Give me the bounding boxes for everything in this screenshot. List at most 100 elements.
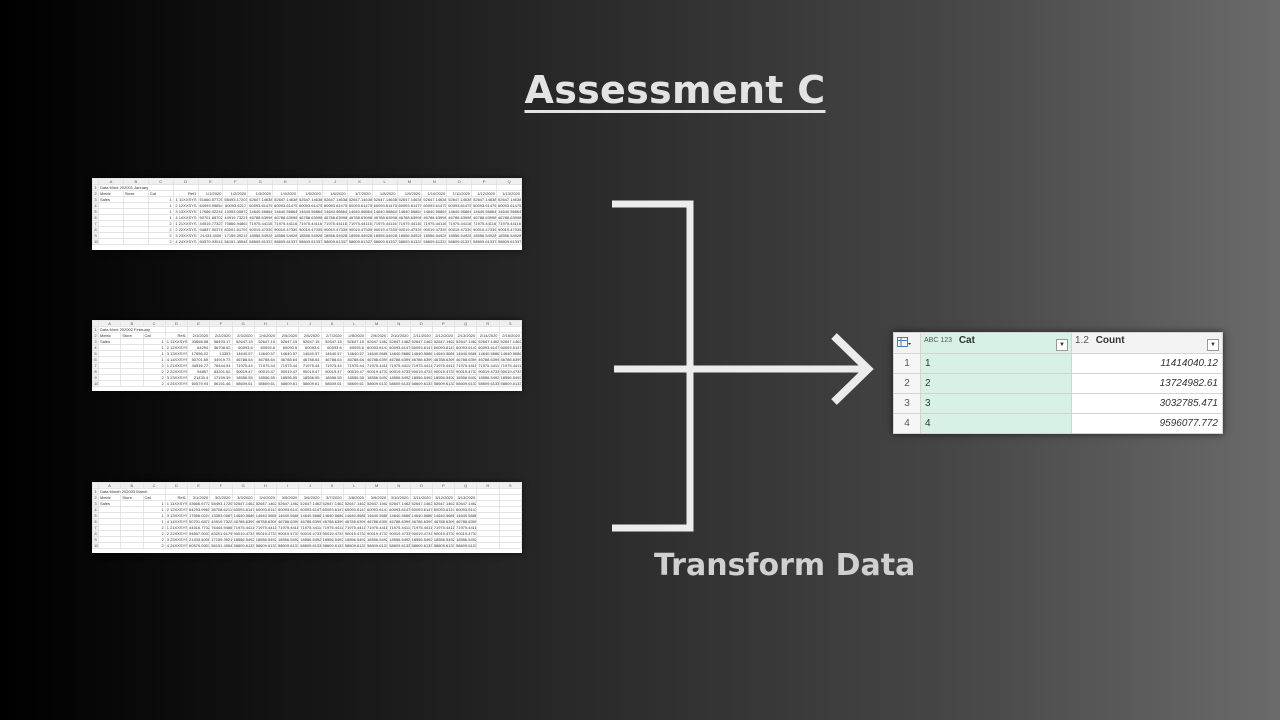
ref-cell[interactable]: 4 24XXSYS xyxy=(172,238,199,245)
ref-cell[interactable]: 1 21XXSYS xyxy=(164,524,189,531)
value-cell[interactable]: 14640.56864 xyxy=(409,512,433,519)
value-cell[interactable]: 58493.17 xyxy=(209,338,233,345)
empty-cell[interactable] xyxy=(98,238,124,245)
value-cell[interactable]: 18556.54928 xyxy=(396,232,423,239)
value-cell[interactable]: 58609.61337 xyxy=(387,542,411,549)
value-cell[interactable]: 60579.93018 xyxy=(197,238,224,245)
value-cell[interactable]: 18556.54928 xyxy=(320,536,344,543)
value-cell[interactable]: 58609.61 xyxy=(275,380,300,387)
value-cell[interactable]: 90019.47339 xyxy=(247,226,274,233)
value-cell[interactable]: 58609.61337 xyxy=(320,542,344,549)
value-cell[interactable]: 18556.54928 xyxy=(498,374,522,381)
table-row[interactable]: 1 1 11414040.12 xyxy=(893,353,1223,374)
value-cell[interactable]: 60093.61475 xyxy=(453,344,478,351)
value-cell[interactable]: 46788.64 xyxy=(231,356,255,363)
store-cell[interactable]: 2 xyxy=(147,238,174,245)
value-cell[interactable]: 46788.63998 xyxy=(320,518,344,525)
value-cell[interactable]: 60093.61475 xyxy=(364,344,389,351)
value-cell[interactable]: 58609.61337 xyxy=(364,542,389,549)
ref-cell[interactable]: 3 13XXSYS xyxy=(164,512,189,519)
value-cell[interactable]: 52647.14638 xyxy=(321,196,348,203)
value-cell[interactable]: 90019.47339 xyxy=(409,530,433,537)
value-cell[interactable]: 60093.61475 xyxy=(275,506,300,513)
value-cell[interactable]: 90019.47339 xyxy=(498,368,522,375)
value-cell[interactable]: 52647.14628 xyxy=(453,338,478,345)
value-cell[interactable]: 60093.61475 xyxy=(346,202,373,209)
value-cell[interactable]: 94857.00378 xyxy=(197,226,224,233)
value-cell[interactable]: 18556.54928 xyxy=(453,374,478,381)
value-cell[interactable]: 58609.61337 xyxy=(431,380,456,387)
value-cell[interactable]: 58609.61337 xyxy=(409,380,433,387)
value-cell[interactable]: 71975.44116 xyxy=(231,524,255,531)
value-cell[interactable]: 44515.77323 xyxy=(197,220,224,227)
filter-dropdown-icon[interactable]: ▼ xyxy=(1207,339,1219,351)
value-cell[interactable]: 46788.63998 xyxy=(321,214,348,221)
date-header[interactable]: 2/13/2020 xyxy=(453,332,478,339)
value-cell[interactable]: 36708.62117 xyxy=(209,506,233,513)
value-cell[interactable]: 71975.44116 xyxy=(272,220,298,227)
value-cell[interactable]: 46788.63998 xyxy=(342,518,367,525)
value-cell[interactable]: 14640.56864 xyxy=(446,208,473,215)
value-cell[interactable]: 18556.54928 xyxy=(253,536,278,543)
value-cell[interactable]: 60093.61475 xyxy=(387,344,411,351)
count-cell[interactable]: 3032785.471 xyxy=(1071,393,1223,414)
value-cell[interactable]: 14640.56864 xyxy=(431,512,456,519)
value-cell[interactable]: 71975.44116 xyxy=(431,362,456,369)
ref-cell[interactable]: 2 22XXSYS xyxy=(172,226,199,233)
value-cell[interactable]: 58609.61337 xyxy=(231,542,255,549)
value-cell[interactable]: 71975.44116 xyxy=(421,220,448,227)
value-cell[interactable]: 90019.47339 xyxy=(476,368,500,375)
empty-cell[interactable] xyxy=(498,542,522,549)
value-cell[interactable]: 90019.47339 xyxy=(431,368,456,375)
value-cell[interactable]: 60093.61475 xyxy=(498,344,522,351)
value-cell[interactable]: 18556.54928 xyxy=(409,536,433,543)
empty-cell[interactable] xyxy=(120,380,144,387)
date-header[interactable]: 2/10/2020 xyxy=(387,332,411,339)
value-cell[interactable]: 60579.93018 xyxy=(186,542,211,549)
value-cell[interactable]: 14640.56864 xyxy=(275,512,300,519)
date-header[interactable]: 2/11/2020 xyxy=(409,332,433,339)
value-cell[interactable]: 52647.14628 xyxy=(253,500,278,507)
value-cell[interactable]: 18556.54928 xyxy=(471,232,497,239)
value-cell[interactable]: 46788.63998 xyxy=(446,214,473,221)
value-cell[interactable]: 46788.63998 xyxy=(498,356,522,363)
date-header[interactable]: 3/11/2020 xyxy=(409,494,433,501)
value-cell[interactable]: 17159.39215 xyxy=(222,232,249,239)
value-cell[interactable]: 58609.61337 xyxy=(247,238,274,245)
value-cell[interactable]: 46788.64 xyxy=(253,356,278,363)
value-cell[interactable]: 90019.47339 xyxy=(496,226,522,233)
value-cell[interactable]: 58609.61337 xyxy=(496,238,522,245)
value-cell[interactable]: 90019.47 xyxy=(253,368,278,375)
table-row[interactable]: 4 4 9596077.772 xyxy=(893,413,1223,434)
value-cell[interactable]: 71975.44116 xyxy=(496,220,522,227)
value-cell[interactable]: 58609.61337 xyxy=(431,542,456,549)
value-cell[interactable]: 90019.47339 xyxy=(321,226,348,233)
value-cell[interactable]: 58609.61337 xyxy=(471,238,497,245)
value-cell[interactable]: 71975.44116 xyxy=(253,524,278,531)
value-cell[interactable]: 58609.61337 xyxy=(453,542,478,549)
value-cell[interactable]: 58609.61 xyxy=(320,380,344,387)
value-cell[interactable]: 46788.64 xyxy=(320,356,344,363)
value-cell[interactable]: 58609.61337 xyxy=(446,238,473,245)
value-cell[interactable]: 56151.45548 xyxy=(209,542,233,549)
value-cell[interactable]: 94857.00378 xyxy=(186,530,211,537)
value-cell[interactable]: 58609.61337 xyxy=(498,380,522,387)
value-cell[interactable]: 18556.55 xyxy=(231,374,255,381)
value-cell[interactable]: 14640.56864 xyxy=(231,512,255,519)
value-cell[interactable]: 71975.44116 xyxy=(409,362,433,369)
value-cell[interactable]: 90019.47339 xyxy=(272,226,298,233)
value-cell[interactable]: 18556.54928 xyxy=(421,232,448,239)
value-cell[interactable]: 90019.47339 xyxy=(371,226,398,233)
value-cell[interactable]: 60093.61475 xyxy=(272,202,298,209)
value-cell[interactable]: 90019.47339 xyxy=(453,530,478,537)
value-cell[interactable]: 46788.63998 xyxy=(364,356,389,363)
value-cell[interactable]: 18556.55 xyxy=(342,374,367,381)
value-cell[interactable]: 18556.54928 xyxy=(364,536,389,543)
value-cell[interactable]: 46788.63998 xyxy=(253,518,278,525)
count-cell[interactable]: 11414040.12 xyxy=(1071,353,1223,374)
value-cell[interactable]: 18556.54928 xyxy=(453,536,478,543)
value-cell[interactable]: 60093.61475 xyxy=(371,202,398,209)
value-cell[interactable]: 14640.56864 xyxy=(498,350,522,357)
value-cell[interactable]: 46788.63998 xyxy=(471,214,497,221)
value-cell[interactable]: 60093.61475 xyxy=(431,506,456,513)
